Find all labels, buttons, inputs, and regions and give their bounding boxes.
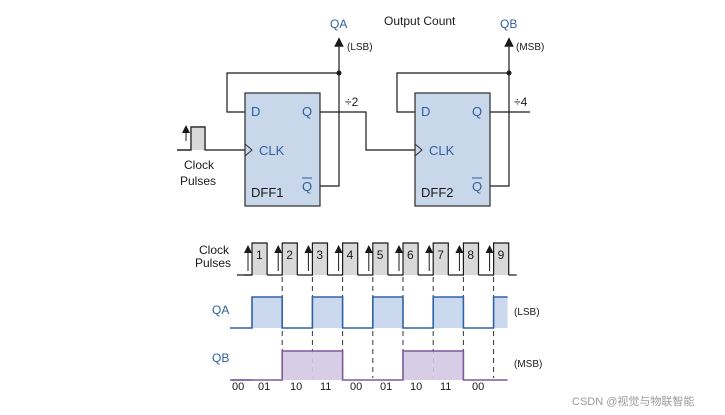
timing-qb-wave <box>230 350 508 381</box>
divide-by-4-label: ÷4 <box>514 95 528 109</box>
dff1-to-dff2-clock-wire <box>339 111 415 151</box>
dff1-qbar-pin: Q <box>302 179 312 194</box>
clock-pulse-fill <box>342 243 358 275</box>
clock-pulse-fill <box>493 243 509 275</box>
clock-pulse-number: 7 <box>437 248 444 262</box>
clock-pulse-edge <box>478 242 510 276</box>
timing-state-labels: 00 01 10 11 00 01 10 11 00 <box>232 379 484 393</box>
dff2-name: DFF2 <box>421 185 454 200</box>
timing-qa-wave <box>230 296 508 329</box>
clock-input-label-line2: Pulses <box>180 174 216 188</box>
clock-pulse-number: 9 <box>498 248 505 262</box>
wave-high-fill <box>282 351 313 380</box>
dff2-d-pin: D <box>421 104 430 119</box>
state-label: 11 <box>320 381 331 393</box>
clock-pulse-edge <box>448 242 480 276</box>
wave-high-fill <box>312 297 343 328</box>
clock-pulse-fill <box>312 243 328 275</box>
state-label: 00 <box>350 381 362 393</box>
clock-pulse-number: 8 <box>467 248 474 262</box>
wave-high-fill <box>493 297 508 328</box>
wave-line <box>230 296 508 329</box>
dff2-clk-pin: CLK <box>429 143 455 158</box>
clock-pulse-edge <box>357 242 389 276</box>
timing-clock-label-line2: Pulses <box>195 256 231 270</box>
dff2-box <box>414 92 491 207</box>
wave-high-fill <box>372 297 403 328</box>
clock-pulse-number: 2 <box>286 248 293 262</box>
wave-high-fill <box>433 297 464 328</box>
divide-by-2-label: ÷2 <box>345 95 359 109</box>
dff1-qbar-wire <box>320 111 340 187</box>
clock-pulse-number: 1 <box>256 248 263 262</box>
wave-line <box>230 350 508 381</box>
dff2-block: D Q CLK Q DFF2 <box>414 92 491 207</box>
diagram-title: Output Count <box>384 14 456 28</box>
dff1-block: D Q CLK Q DFF1 <box>244 92 321 207</box>
clock-input-pulse <box>177 126 206 151</box>
clock-input-wire <box>177 126 245 151</box>
dff1-box <box>244 92 321 207</box>
wave-high-fill <box>312 351 343 380</box>
clock-pulse-edge <box>418 242 449 276</box>
qb-msb-note: (MSB) <box>516 42 544 53</box>
clock-pulse-fill <box>433 243 449 275</box>
clock-pulse-edge <box>387 242 419 276</box>
wave-high-fill <box>433 351 464 380</box>
dff1-clk-triangle <box>244 143 253 157</box>
watermark: CSDN @视觉与物联智能 <box>572 394 694 408</box>
wave-high-fill <box>403 351 434 380</box>
qb-output-label: QB <box>500 17 517 31</box>
timing-clock-label-line1: Clock <box>199 243 230 257</box>
clock-pulse-fill <box>282 243 298 275</box>
clock-pulse-edge <box>297 242 329 276</box>
timing-pulse-numbers: 1 2 3 4 5 6 7 8 9 <box>256 248 505 262</box>
dff1-feedback-wire <box>226 72 339 113</box>
clock-pulse-number: 4 <box>347 248 354 262</box>
clock-pulse-number: 5 <box>377 248 384 262</box>
state-label: 01 <box>380 381 392 393</box>
dff2-feedback-wire <box>396 72 509 113</box>
state-label: 10 <box>410 381 422 393</box>
qa-output-label: QA <box>330 17 347 31</box>
state-label: 10 <box>290 381 302 393</box>
clock-pulse-edge <box>327 242 359 276</box>
state-label: 00 <box>472 381 484 393</box>
dff2-clk-triangle <box>414 143 423 157</box>
timing-qa-note: (LSB) <box>514 307 540 318</box>
clock-input-label-line1: Clock <box>184 158 215 172</box>
timing-qa-label: QA <box>212 303 229 317</box>
clock-pulse-fill <box>252 243 268 275</box>
dff1-d-pin: D <box>251 104 260 119</box>
clock-pulse-edge <box>267 242 298 276</box>
clock-pulse-number: 3 <box>316 248 323 262</box>
qa-lsb-note: (LSB) <box>347 42 373 53</box>
timing-clock-wave <box>236 242 517 276</box>
dff2-qbar-pin: Q <box>472 179 482 194</box>
clock-pulse-fill <box>463 243 479 275</box>
state-label: 00 <box>232 381 244 393</box>
dff2-q-pin: Q <box>472 104 482 119</box>
dff1-name: DFF1 <box>251 185 284 200</box>
clock-pulse-fill <box>403 243 419 275</box>
timing-qb-label: QB <box>212 351 229 365</box>
wave-high-fill <box>252 297 283 328</box>
clock-pulse-number: 6 <box>407 248 414 262</box>
clock-input-pulse-fill <box>191 127 205 150</box>
state-label: 01 <box>258 381 270 393</box>
state-label: 11 <box>440 381 451 393</box>
timing-qb-note: (MSB) <box>514 359 542 370</box>
dff1-q-pin: Q <box>302 104 312 119</box>
dff1-clk-pin: CLK <box>259 143 285 158</box>
dff2-qbar-wire <box>490 111 510 187</box>
clock-pulse-fill <box>372 243 388 275</box>
